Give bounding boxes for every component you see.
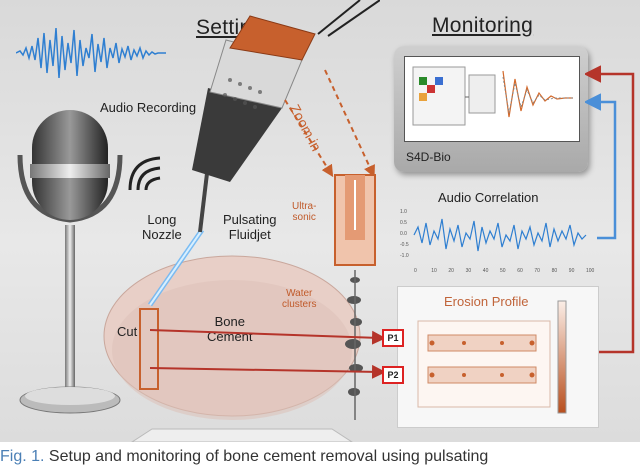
monitoring-title: Monitoring	[432, 14, 534, 37]
ac-y-tick: -1.0	[400, 253, 409, 259]
pulsating-fluidjet-label: Pulsating Fluidjet	[223, 212, 277, 242]
feedback-arrows	[585, 65, 635, 354]
p2-marker: P2	[382, 366, 404, 384]
ac-x-tick: 40	[483, 268, 489, 274]
erosion-profile-title: Erosion Profile	[444, 294, 529, 309]
ac-y-tick: 0.5	[400, 220, 407, 226]
ultrasonic-label: Ultra- sonic	[292, 201, 317, 223]
audio-waveform	[16, 27, 166, 79]
monitor-screen	[404, 56, 580, 142]
scene: Audio Recording Setting Monitoring Long …	[0, 0, 640, 442]
ac-x-tick: 10	[431, 268, 437, 274]
ac-x-tick: 60	[517, 268, 523, 274]
ac-y-tick: 1.0	[400, 209, 407, 215]
audio-correlation-plot: 1.0 0.5 0.0 -0.5 -1.0 0 10 20 30 40 50 60 70 80 90 100	[400, 209, 595, 274]
p1-marker: P1	[382, 329, 404, 347]
sound-arcs-icon	[128, 156, 161, 191]
monitor: S4D-Bio	[394, 46, 588, 172]
caption-text: Setup and monitoring of bone cement remo…	[48, 448, 489, 465]
ac-x-tick: 50	[500, 268, 506, 274]
ac-x-tick: 90	[569, 268, 575, 274]
fluidjet-handpiece	[147, 0, 380, 307]
ac-x-tick: 80	[552, 268, 558, 274]
ac-x-tick: 70	[534, 268, 540, 274]
bone-cement-disc	[103, 255, 361, 442]
long-nozzle-label: Long Nozzle	[142, 212, 182, 242]
water-clusters-label: Water clusters	[282, 288, 317, 310]
microphone-icon	[17, 110, 123, 414]
erosion-profile-panel: Erosion Profile	[397, 286, 599, 428]
ac-x-tick: 0	[414, 268, 417, 274]
monitor-brand-label: S4D-Bio	[406, 150, 451, 164]
ac-y-tick: -0.5	[400, 242, 409, 248]
figure-caption: Fig. 1. Setup and monitoring of bone cem…	[0, 448, 488, 466]
cut-label: Cut	[117, 324, 138, 339]
ac-y-tick: 0.0	[400, 231, 407, 237]
audio-correlation-title: Audio Correlation	[438, 190, 539, 205]
ac-x-tick: 100	[586, 268, 595, 274]
ac-x-tick: 20	[448, 268, 454, 274]
cut-to-profile-arrows	[150, 329, 386, 379]
figure-number: Fig. 1.	[0, 448, 45, 465]
zoom-arrows	[284, 69, 375, 178]
water-cluster-stream	[345, 270, 363, 420]
audio-recording-label: Audio Recording	[100, 100, 197, 115]
ac-x-tick: 30	[466, 268, 472, 274]
zoomed-nozzle	[334, 174, 376, 266]
